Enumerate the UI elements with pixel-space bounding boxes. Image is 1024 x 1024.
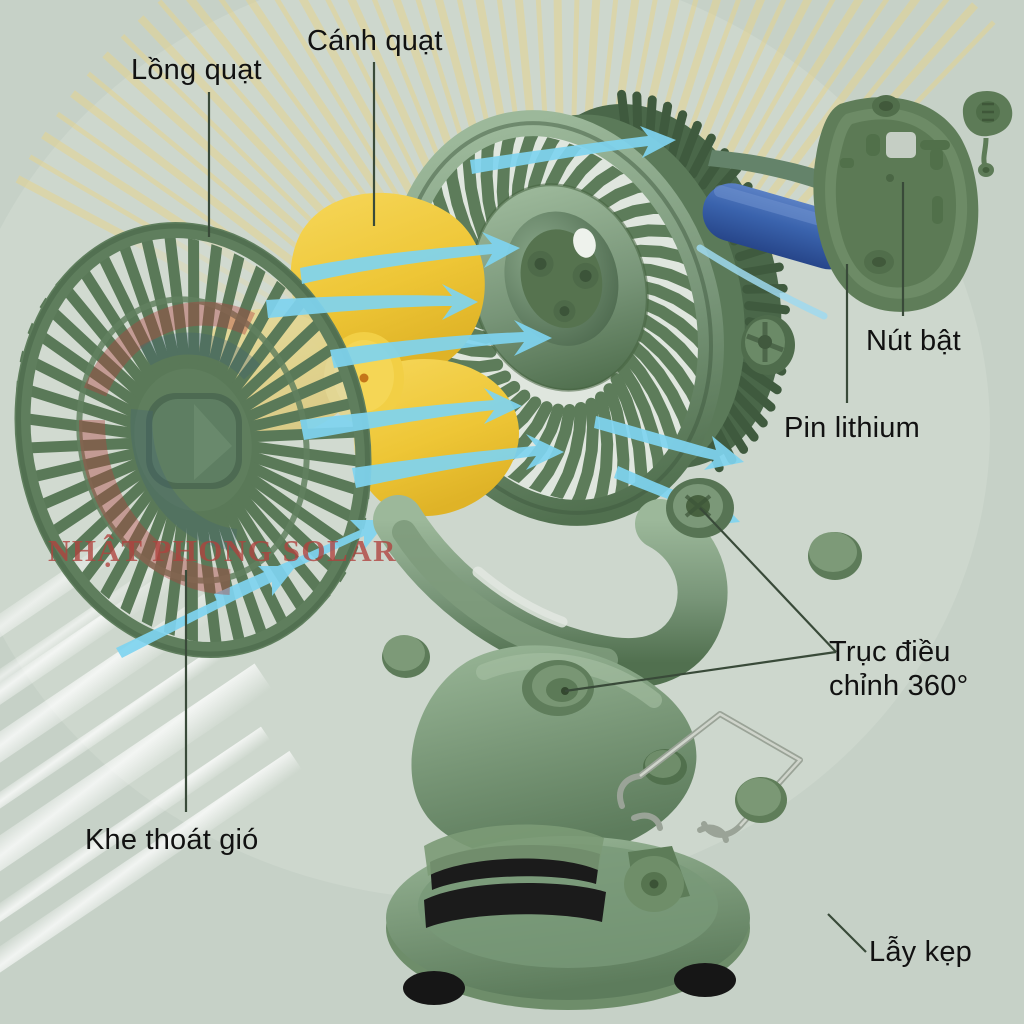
npsolar-arc-logo (78, 301, 261, 595)
clamp-hinge (624, 846, 690, 912)
back-cover-plate (813, 95, 979, 312)
callout-truc-360: Trục điều chỉnh 360° (829, 636, 969, 702)
watermark-text: NHẬT PHONG SOLAR (48, 533, 397, 568)
callout-long-quat: Lồng quạt (131, 54, 262, 86)
front-grille-cage (6, 212, 380, 668)
leader-truc-360-a (699, 507, 837, 653)
power-button (962, 90, 1013, 177)
clip-base (386, 711, 803, 1010)
callout-khe-thoat-gio: Khe thoát gió (85, 824, 259, 856)
stem-body (411, 645, 697, 861)
leader-lines (184, 62, 905, 953)
callout-nut-bat: Nút bật (866, 325, 961, 357)
callout-pin-lithium: Pin lithium (784, 412, 920, 444)
callout-lay-kep: Lẫy kẹp (869, 936, 972, 968)
pivot-cap-part-2 (382, 635, 430, 678)
callout-canh-quat: Cánh quạt (307, 25, 443, 57)
side-pivot-knob (741, 315, 795, 375)
airflow-arrows (116, 126, 744, 658)
leader-truc-360-b (564, 650, 837, 693)
stem-pivot-screw (522, 660, 594, 716)
pivot-cap-part (808, 532, 862, 580)
leader-lay-kep (827, 913, 867, 953)
